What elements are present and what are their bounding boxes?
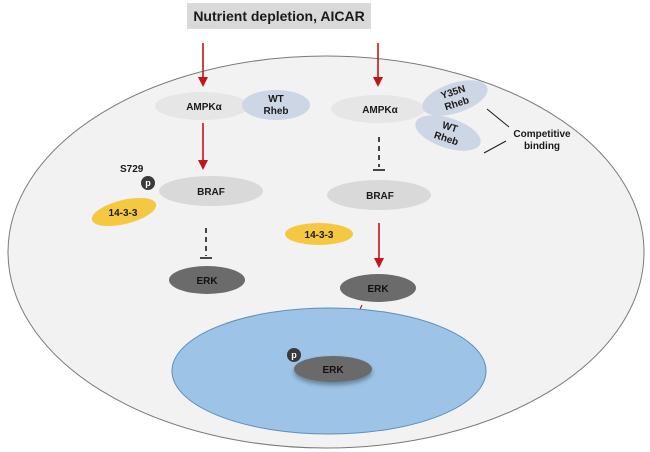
nuclear-phospho-icon	[287, 348, 301, 362]
nuclear-phospho-label: p	[291, 350, 297, 360]
left-phospho-label: p	[145, 178, 151, 188]
left-14-3-3-node	[91, 197, 157, 227]
right-erk-node	[340, 274, 416, 302]
stimulus-label: Nutrient depletion, AICAR	[193, 8, 364, 24]
right-wt-rheb-label-1: WT	[441, 120, 459, 135]
right-14-3-3-label: 14-3-3	[305, 230, 334, 241]
stimulus-box	[187, 3, 371, 29]
left-ampk-label: AMPKα	[186, 102, 222, 113]
left-phospho-icon	[141, 176, 155, 190]
left-ampk-node	[155, 92, 249, 120]
left-wt-rheb-node	[242, 90, 310, 120]
right-braf-node	[327, 180, 431, 210]
left-erk-label: ERK	[196, 276, 218, 287]
left-wt-rheb-label-2: Rheb	[264, 106, 289, 117]
right-braf-label: BRAF	[366, 191, 394, 202]
left-site-label: S729	[120, 164, 144, 175]
cell-membrane	[7, 55, 645, 449]
competitive-label-1: Competitive	[513, 129, 571, 140]
right-ampk-node	[331, 95, 425, 123]
right-14-3-3-node	[285, 223, 353, 245]
nuclear-erk-node	[294, 356, 372, 382]
nuclear-erk-label: ERK	[322, 365, 344, 376]
competitive-label-2: binding	[524, 141, 560, 152]
right-ampk-label: AMPKα	[362, 105, 398, 116]
left-erk-node	[169, 266, 245, 294]
competitive-connector-bottom	[483, 140, 507, 154]
left-braf-label: BRAF	[197, 187, 225, 198]
right-y35n-rheb-node	[422, 80, 488, 116]
left-wt-rheb-label-1: WT	[268, 94, 284, 105]
left-14-3-3-label: 14-3-3	[109, 208, 138, 219]
left-braf-node	[159, 176, 263, 206]
competitive-connector-top	[486, 108, 510, 128]
right-erk-label: ERK	[367, 284, 389, 295]
right-wt-rheb-node	[415, 115, 481, 151]
